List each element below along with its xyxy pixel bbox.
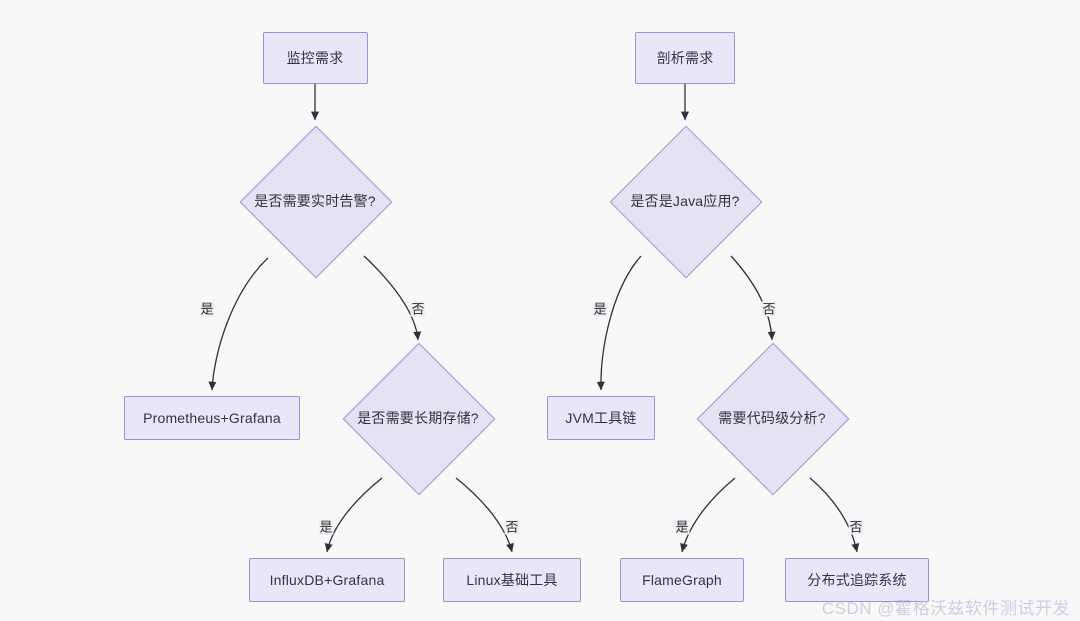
node-code-level-analysis-decision[interactable]: 需要代码级分析? [696, 342, 850, 496]
edge-label-no-code-analysis: 否 [848, 519, 864, 535]
node-label: 是否需要长期存储? [357, 410, 479, 426]
node-linux-basic-tools[interactable]: Linux基础工具 [443, 558, 581, 602]
node-prometheus-grafana[interactable]: Prometheus+Grafana [124, 396, 300, 440]
node-label: 监控需求 [286, 50, 344, 66]
edge-label-no-java: 否 [761, 301, 777, 317]
node-label: 剖析需求 [656, 50, 714, 66]
edge-label-yes-code-analysis: 是 [674, 519, 690, 535]
edge-n2-n4 [363, 255, 422, 341]
node-label: 是否需要实时告警? [254, 193, 376, 209]
edge-label-yes-storage: 是 [318, 519, 334, 535]
edge-label-yes-realtime: 是 [199, 301, 215, 317]
edge-n4-n5 [324, 477, 383, 553]
edge-n11-n12 [680, 477, 736, 553]
node-label: FlameGraph [642, 572, 722, 588]
node-flamegraph[interactable]: FlameGraph [620, 558, 744, 602]
node-distributed-tracing[interactable]: 分布式追踪系统 [785, 558, 929, 602]
node-long-term-storage-decision[interactable]: 是否需要长期存储? [340, 342, 496, 496]
edge-n4-n6 [455, 477, 514, 553]
edge-n2-n3 [208, 257, 269, 391]
edge-n9-n10 [596, 255, 642, 391]
edge-label-no-storage: 否 [504, 519, 520, 535]
node-label: Linux基础工具 [466, 572, 558, 588]
node-realtime-alert-decision[interactable]: 是否需要实时告警? [235, 125, 395, 279]
node-profiling-requirement[interactable]: 剖析需求 [635, 32, 735, 84]
edge-label-no-realtime: 否 [410, 301, 426, 317]
node-label: 分布式追踪系统 [807, 572, 907, 588]
node-monitoring-requirement[interactable]: 监控需求 [262, 32, 368, 84]
node-label: Prometheus+Grafana [143, 410, 281, 426]
node-label: 需要代码级分析? [718, 410, 826, 426]
node-label: 是否是Java应用? [630, 193, 740, 209]
node-label: JVM工具链 [565, 410, 637, 426]
node-influxdb-grafana[interactable]: InfluxDB+Grafana [249, 558, 405, 602]
node-jvm-toolchain[interactable]: JVM工具链 [547, 396, 655, 440]
edge-label-yes-java: 是 [592, 301, 608, 317]
node-is-java-app-decision[interactable]: 是否是Java应用? [609, 125, 763, 279]
edge-n11-n13 [809, 477, 860, 553]
node-label: InfluxDB+Grafana [269, 572, 385, 588]
